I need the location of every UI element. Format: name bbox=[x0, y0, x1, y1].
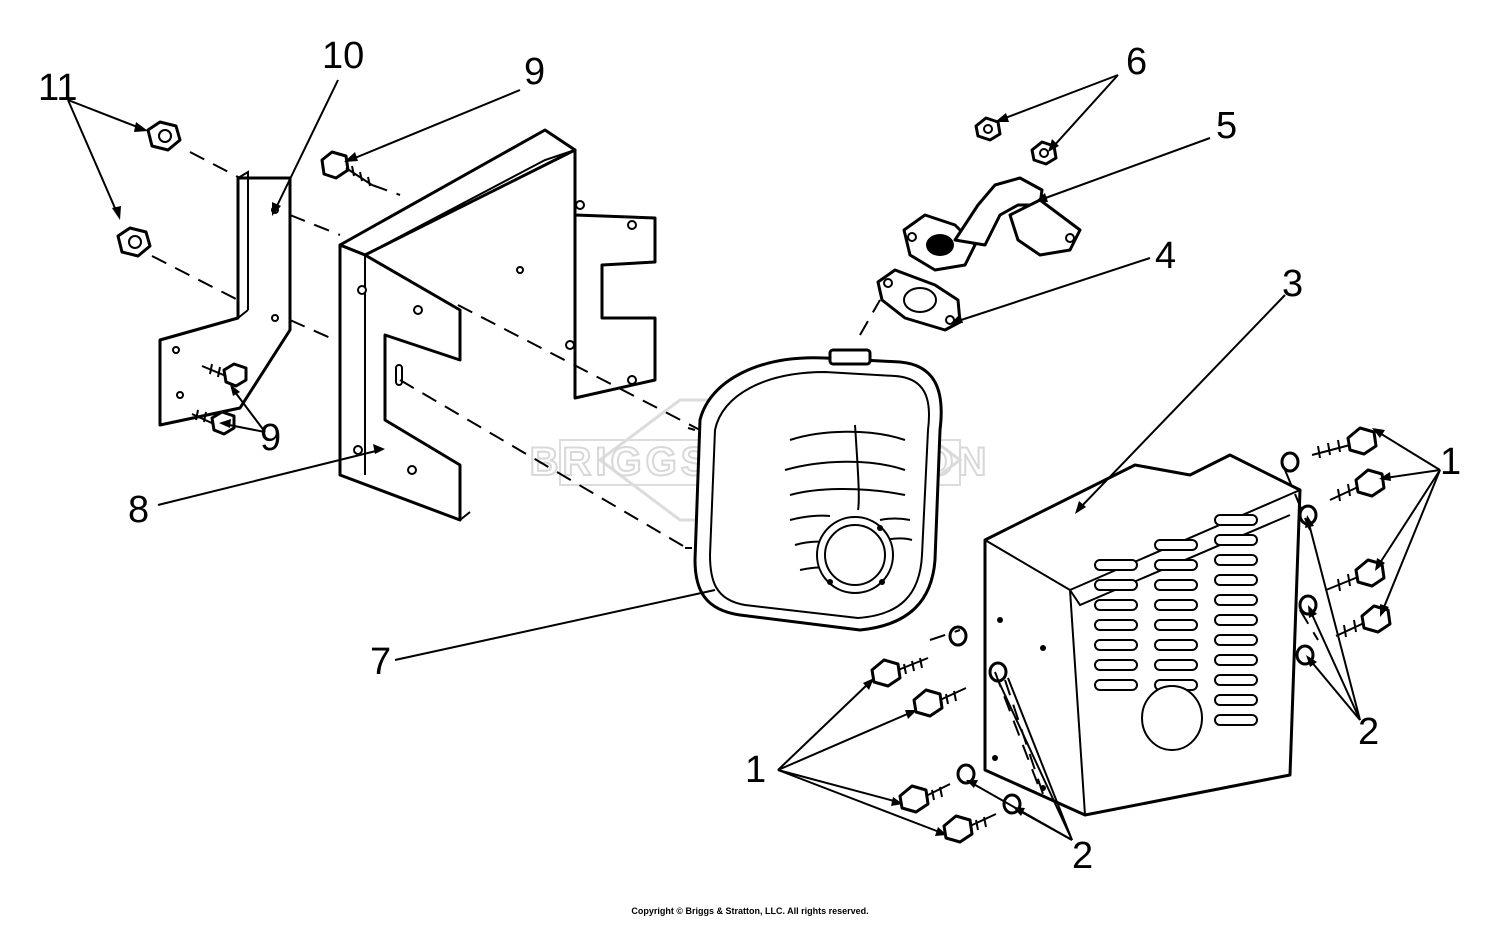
part-9-screw-mid bbox=[201, 362, 248, 388]
louver-column-3 bbox=[1214, 514, 1258, 726]
callout-7: 7 bbox=[370, 641, 391, 683]
part-3-heat-shield bbox=[983, 453, 1302, 817]
part-2-washers bbox=[948, 451, 1318, 815]
callout-2-right: 2 bbox=[1358, 711, 1379, 753]
callout-1-right: 1 bbox=[1440, 441, 1461, 483]
bolt-l1 bbox=[870, 657, 929, 688]
part-6-nut-left bbox=[974, 116, 1002, 142]
bolt-l2 bbox=[912, 687, 967, 718]
louver-column-1 bbox=[1094, 559, 1138, 691]
callout-11: 11 bbox=[38, 67, 77, 109]
part-9-screw-upper bbox=[320, 150, 373, 187]
callout-10: 10 bbox=[322, 35, 364, 77]
part-10-bracket bbox=[158, 170, 292, 427]
callout-3: 3 bbox=[1282, 263, 1303, 305]
part-4-gasket bbox=[876, 268, 962, 332]
bolt-r2 bbox=[1329, 468, 1386, 502]
callout-1-left: 1 bbox=[745, 749, 766, 791]
callout-9-lower: 9 bbox=[260, 417, 281, 459]
callout-5: 5 bbox=[1216, 105, 1237, 147]
part-5-exhaust-elbow bbox=[902, 176, 1082, 272]
bolt-l3 bbox=[898, 783, 951, 814]
part-11-nut-upper bbox=[146, 120, 182, 152]
bolt-r3 bbox=[1325, 558, 1386, 592]
part-7-muffler bbox=[685, 348, 943, 632]
callout-6: 6 bbox=[1126, 41, 1147, 83]
bolt-r1 bbox=[1311, 426, 1378, 459]
callout-4: 4 bbox=[1155, 235, 1176, 277]
leader-lines bbox=[67, 74, 1441, 841]
callout-8: 8 bbox=[128, 489, 149, 531]
part-1-bolts-right bbox=[1311, 426, 1392, 638]
part-11-nut-lower bbox=[116, 226, 152, 258]
copyright-notice: Copyright © Briggs & Stratton, LLC. All … bbox=[631, 906, 869, 916]
bolt-l4 bbox=[942, 813, 997, 844]
part-8-muffler-bracket bbox=[338, 128, 657, 522]
callout-2-left: 2 bbox=[1072, 835, 1093, 877]
part-1-bolts-left bbox=[870, 657, 997, 844]
callout-9-top: 9 bbox=[524, 51, 545, 93]
callout-labels: 11 10 9 9 8 7 6 5 4 3 1 2 1 2 bbox=[38, 35, 1461, 877]
